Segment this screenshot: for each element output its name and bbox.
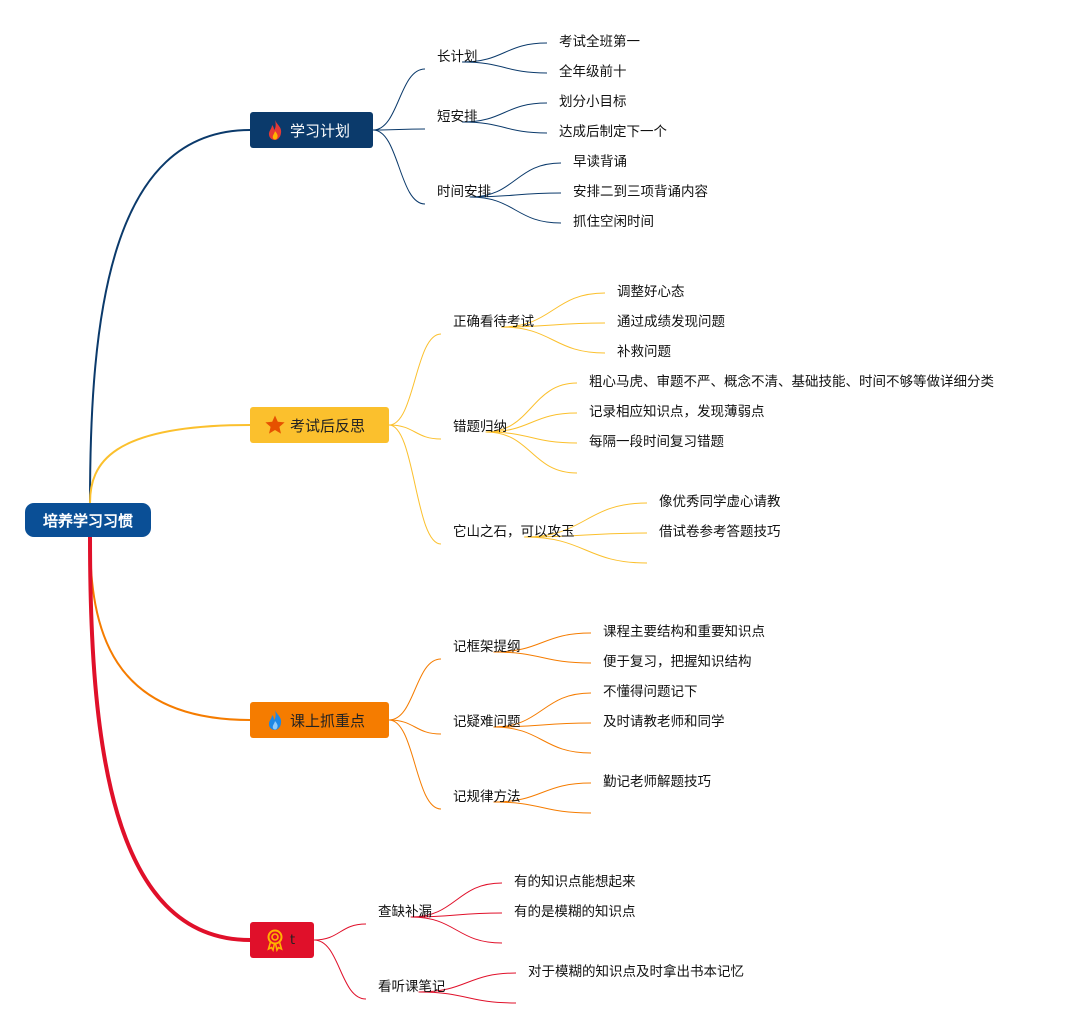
connector-line <box>313 939 367 1000</box>
award-ribbon-icon <box>264 929 286 952</box>
connector-line <box>388 658 442 721</box>
connector-line <box>388 719 442 810</box>
connector-line <box>493 782 592 803</box>
main-branch-line <box>88 536 251 942</box>
connector-line <box>524 536 648 564</box>
connector-line <box>485 382 578 433</box>
connector-line <box>462 121 548 134</box>
sub-topic[interactable]: 长计划 <box>437 49 478 65</box>
leaf-topic[interactable]: 抓住空闲时间 <box>573 214 654 230</box>
sub-topic[interactable]: 错题归纳 <box>453 419 507 435</box>
leaf-topic[interactable]: 记录相应知识点，发现薄弱点 <box>589 404 765 420</box>
connector-line <box>388 424 442 545</box>
root-label: 培养学习习惯 <box>42 511 133 530</box>
leaf-topic[interactable]: 每隔一段时间复习错题 <box>589 434 724 450</box>
connector-line <box>388 333 442 426</box>
branch-label: t <box>290 932 296 948</box>
leaf-topic[interactable]: 通过成绩发现问题 <box>617 314 725 330</box>
sub-topic[interactable]: 记框架提纲 <box>453 639 521 655</box>
connector-line <box>462 102 548 123</box>
branch-class-focus[interactable]: 课上抓重点 <box>250 702 389 738</box>
connector-line <box>485 431 578 444</box>
connector-line <box>485 431 578 474</box>
star-icon <box>264 414 286 436</box>
branch-label: 考试后反思 <box>290 416 366 435</box>
connector-line <box>469 196 562 224</box>
leaf-topic[interactable]: 粗心马虎、审题不严、概念不清、基础技能、时间不够等做详细分类 <box>589 374 994 390</box>
branch-label: 课上抓重点 <box>290 711 366 730</box>
main-branch-line <box>89 536 251 721</box>
sub-topic[interactable]: 时间安排 <box>437 184 491 200</box>
connector-line <box>493 651 592 664</box>
leaf-topic[interactable]: 课程主要结构和重要知识点 <box>603 624 765 640</box>
connector-line <box>462 61 548 74</box>
leaf-topic[interactable]: 不懂得问题记下 <box>603 684 698 700</box>
connector-line <box>410 912 503 918</box>
sub-topic[interactable]: 记规律方法 <box>453 789 521 805</box>
connector-line <box>493 801 592 814</box>
connector-line <box>372 128 426 131</box>
leaf-topic[interactable]: 及时请教老师和同学 <box>603 714 725 730</box>
leaf-topic[interactable]: 划分小目标 <box>559 94 627 110</box>
connector-line <box>469 162 562 198</box>
fire-icon <box>264 119 286 141</box>
main-branch-line <box>89 129 251 504</box>
connector-line <box>493 722 592 728</box>
sub-topic[interactable]: 正确看待考试 <box>453 314 534 330</box>
main-branch-line <box>89 424 251 504</box>
connector-line <box>493 726 592 754</box>
connector-line <box>493 632 592 653</box>
connector-line <box>501 322 606 328</box>
connector-line <box>372 129 426 205</box>
leaf-topic[interactable]: 对于模糊的知识点及时拿出书本记忆 <box>528 964 744 980</box>
leaf-topic[interactable]: 安排二到三项背诵内容 <box>573 184 708 200</box>
connector-line <box>372 68 426 131</box>
leaf-topic[interactable]: 有的是模糊的知识点 <box>514 904 636 920</box>
connector-line <box>388 424 442 440</box>
connector-line <box>501 292 606 328</box>
connector-line <box>418 991 517 1004</box>
sub-topic[interactable]: 查缺补漏 <box>378 904 432 920</box>
sub-topic[interactable]: 它山之石，可以攻玉 <box>453 524 575 540</box>
leaf-topic[interactable]: 有的知识点能想起来 <box>514 874 636 890</box>
leaf-topic[interactable]: 早读背诵 <box>573 154 627 170</box>
connector-line <box>485 412 578 433</box>
leaf-topic[interactable]: 勤记老师解题技巧 <box>603 774 711 790</box>
branch-exam-reflection[interactable]: 考试后反思 <box>250 407 389 443</box>
branch-label: 学习计划 <box>290 121 351 140</box>
connector-line <box>501 326 606 354</box>
leaf-topic[interactable]: 便于复习，把握知识结构 <box>603 654 752 670</box>
flame-blue-icon <box>264 709 286 731</box>
branch-t[interactable]: t <box>250 922 314 958</box>
connector-line <box>462 42 548 63</box>
leaf-topic[interactable]: 达成后制定下一个 <box>559 124 667 140</box>
connector-line <box>388 719 442 735</box>
branch-study-plan[interactable]: 学习计划 <box>250 112 373 148</box>
connector-line <box>493 692 592 728</box>
connector-line <box>524 532 648 538</box>
leaf-topic[interactable]: 像优秀同学虚心请教 <box>659 494 781 510</box>
sub-topic[interactable]: 看听课笔记 <box>378 979 446 995</box>
sub-topic[interactable]: 短安排 <box>437 109 478 125</box>
connector-line <box>418 972 517 993</box>
root-topic[interactable]: 培养学习习惯 <box>25 503 151 537</box>
leaf-topic[interactable]: 调整好心态 <box>617 284 685 300</box>
sub-topic[interactable]: 记疑难问题 <box>453 714 521 730</box>
connector-line <box>410 916 503 944</box>
leaf-topic[interactable]: 全年级前十 <box>559 64 627 80</box>
connector-line <box>469 192 562 198</box>
leaf-topic[interactable]: 考试全班第一 <box>559 34 640 50</box>
connector-line <box>313 923 367 941</box>
connector-line <box>524 502 648 538</box>
connector-line <box>410 882 503 918</box>
leaf-topic[interactable]: 补救问题 <box>617 344 671 360</box>
leaf-topic[interactable]: 借试卷参考答题技巧 <box>659 524 781 540</box>
